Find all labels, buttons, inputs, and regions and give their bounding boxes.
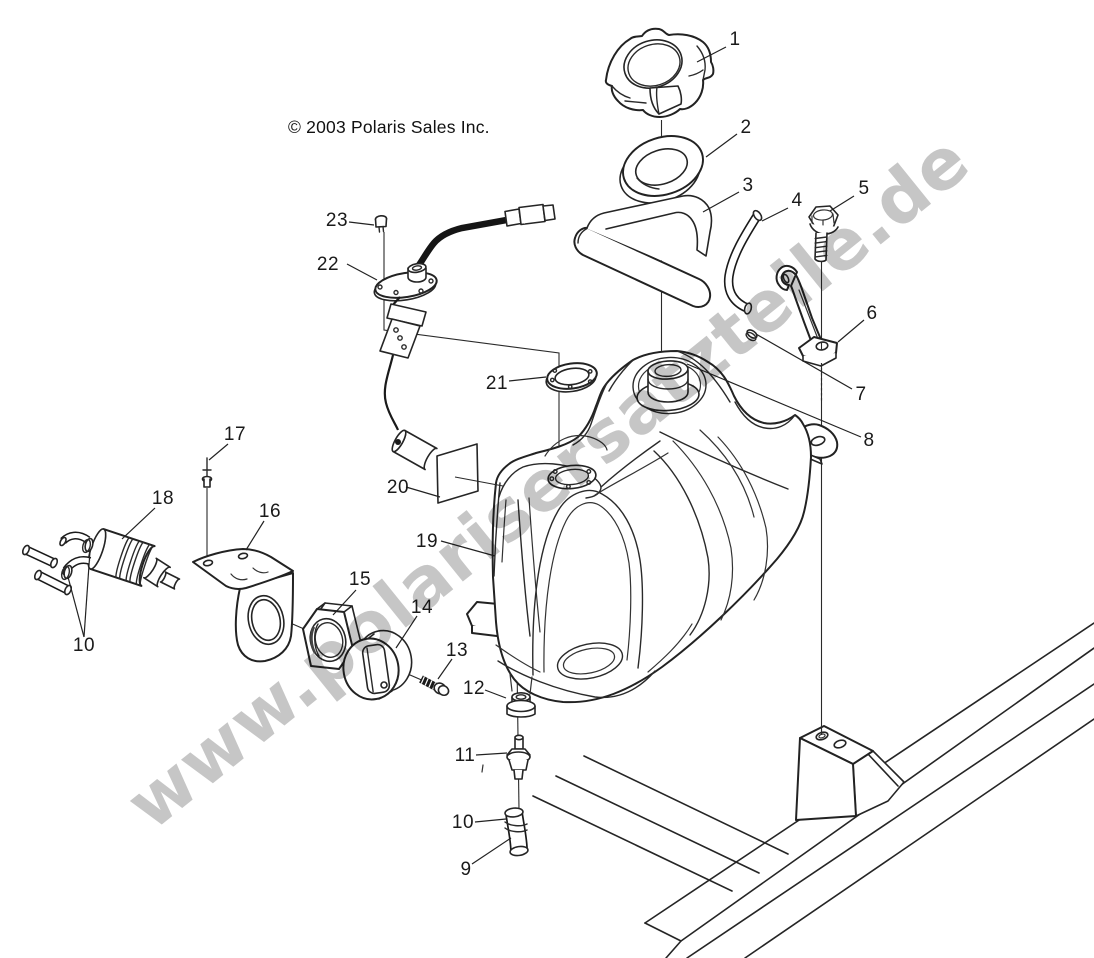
- hose-clip-drawing: [745, 329, 758, 342]
- frame-bracket-drawing: [795, 725, 905, 821]
- callout-label-12: 12: [462, 678, 486, 699]
- outlet-hose-drawing: [504, 807, 529, 857]
- callout-label-13: 13: [445, 640, 469, 661]
- fuel-cap-drawing: [604, 27, 715, 118]
- fuel-valve-drawing: [506, 734, 531, 780]
- callout-label-4: 4: [791, 190, 803, 211]
- callout-label-10: 10: [451, 812, 475, 833]
- callout-label-19: 19: [415, 531, 439, 552]
- callout-label-10b: 10: [72, 635, 96, 656]
- fuel-tank-drawing: [466, 350, 839, 704]
- small-tick-mark: [481, 764, 484, 773]
- callout-label-17: 17: [223, 424, 247, 445]
- callout-label-9: 9: [460, 859, 472, 880]
- rivet-pin-drawing: [201, 457, 213, 488]
- callout-label-18: 18: [151, 488, 175, 509]
- vent-hose-drawing: [723, 209, 763, 315]
- callout-label-2: 2: [740, 117, 752, 138]
- callout-label-21: 21: [485, 373, 509, 394]
- strap-bracket-drawing: [775, 264, 838, 367]
- grommet-drawing: [506, 691, 536, 718]
- callout-label-3: 3: [742, 175, 754, 196]
- bolt-drawing: [808, 205, 839, 263]
- callout-label-8: 8: [863, 430, 875, 451]
- callout-label-6: 6: [866, 303, 878, 324]
- callout-label-14: 14: [410, 597, 434, 618]
- callout-label-15: 15: [348, 569, 372, 590]
- callout-label-22: 22: [316, 254, 340, 275]
- callout-label-16: 16: [258, 501, 282, 522]
- valve-bracket-drawing: [192, 548, 294, 663]
- tank-pad-drawing: [573, 194, 713, 308]
- fuel-filter-drawing: [21, 528, 181, 596]
- copyright-text: © 2003 Polaris Sales Inc.: [288, 117, 490, 137]
- sender-screw-drawing: [374, 214, 388, 233]
- callout-label-5: 5: [858, 178, 870, 199]
- filler-gasket-drawing: [619, 135, 704, 204]
- callout-label-11: 11: [454, 745, 476, 766]
- callout-label-7: 7: [855, 384, 867, 405]
- valve-knob-drawing: [342, 629, 413, 701]
- frame-rail-drawing: [532, 622, 1094, 958]
- leader-lines: [67, 46, 865, 865]
- callout-label-20: 20: [386, 477, 410, 498]
- callout-label-1: 1: [729, 29, 741, 50]
- callout-label-23: 23: [325, 210, 349, 231]
- valve-screw-drawing: [419, 675, 450, 697]
- decal-drawing: [436, 443, 504, 504]
- sender-gasket-drawing: [545, 362, 598, 393]
- fuel-sender-drawing: [373, 203, 556, 471]
